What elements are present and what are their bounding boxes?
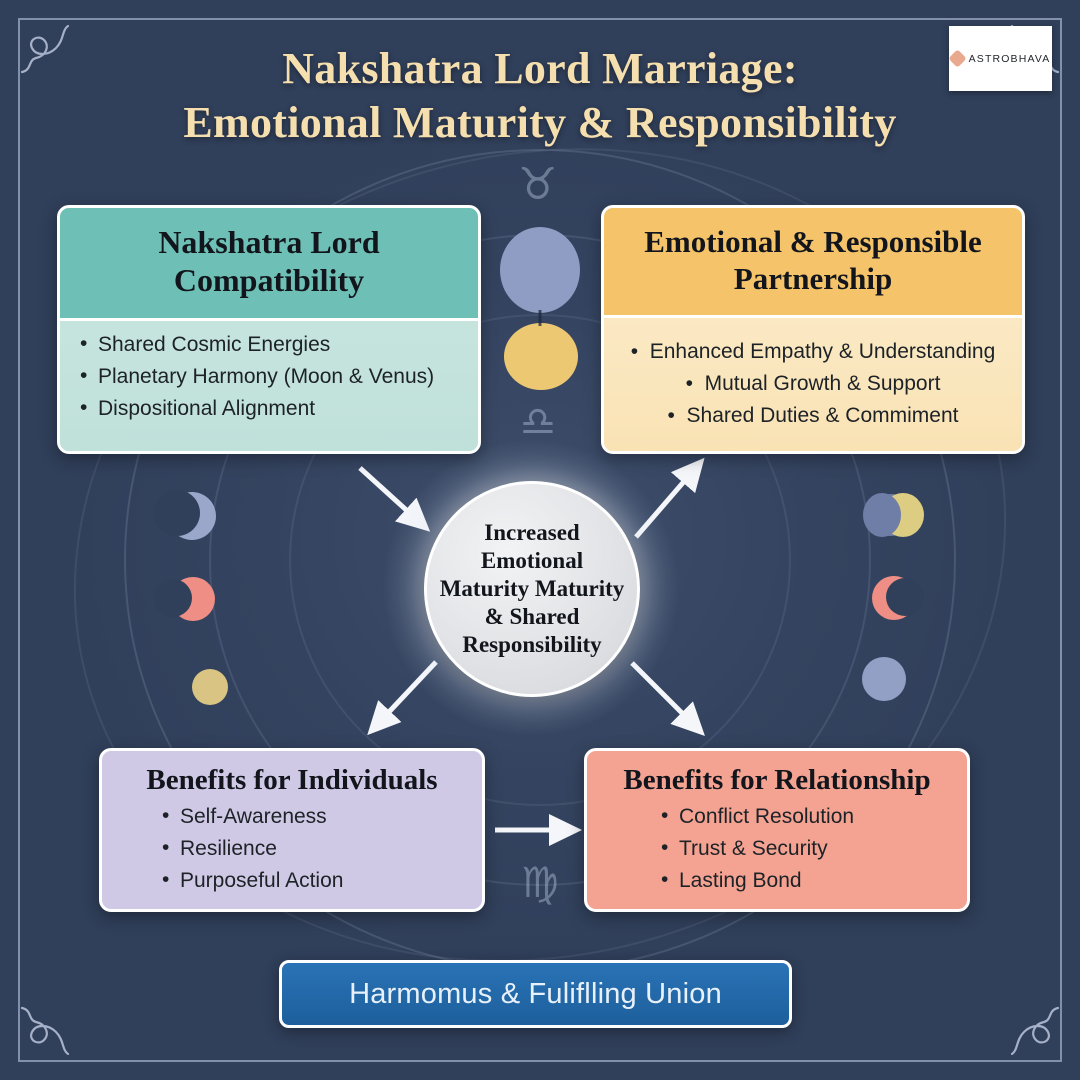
card-emotional-responsible-partnership[interactable]: Emotional & Responsible Partnership Enha… (601, 205, 1025, 454)
taurus-glyph: ♉ (518, 159, 558, 210)
card-list-partnership: Enhanced Empathy & Understanding Mutual … (620, 338, 1006, 430)
list-item: Mutual Growth & Support (620, 370, 1006, 398)
list-item: Conflict Resolution (657, 802, 951, 831)
card-nakshatra-lord-compatibility[interactable]: Nakshatra Lord Compatibility Shared Cosm… (57, 205, 481, 454)
card-benefits-for-relationship[interactable]: Benefits for Relationship Conflict Resol… (584, 748, 970, 912)
card-title-partnership: Emotional & Responsible Partnership (604, 208, 1022, 319)
list-item: Planetary Harmony (Moon & Venus) (76, 362, 462, 391)
corner-flourish-bottom-left (20, 1006, 70, 1056)
list-item: Shared Duties & Commiment (620, 402, 1006, 430)
center-line-2: Emotional (480, 548, 584, 574)
card-body-individuals: Self-Awareness Resilience Purposeful Act… (102, 801, 482, 909)
list-item: Self-Awareness (158, 802, 466, 831)
card-body-partnership: Enhanced Empathy & Understanding Mutual … (604, 318, 1022, 451)
list-item: Enhanced Empathy & Understanding (620, 338, 1006, 366)
outcome-banner[interactable]: Harmomus & Fuliflling Union (279, 960, 792, 1028)
card-title-individuals: Benefits for Individuals (146, 764, 438, 796)
list-item: Purposeful Action (158, 866, 466, 895)
brand-logo-text: ASTROBHAVA (968, 52, 1051, 65)
card-list-relationship: Conflict Resolution Trust & Security Las… (657, 802, 951, 895)
card-body-compatibility: Shared Cosmic Energies Planetary Harmony… (60, 320, 478, 451)
center-line-3: Maturity Maturity (439, 576, 625, 602)
planet-salmon-crescent-right (872, 576, 924, 620)
list-item: Lasting Bond (657, 866, 951, 895)
diamond-icon (947, 49, 967, 68)
card-list-individuals: Self-Awareness Resilience Purposeful Act… (158, 802, 466, 895)
libra-glyph: ♎ (520, 399, 556, 445)
planet-gold-small-left (192, 669, 228, 705)
planet-blue-disc-right (870, 494, 912, 536)
center-line-5: Responsibility (462, 631, 602, 657)
card-benefits-for-individuals[interactable]: Benefits for Individuals Self-Awareness … (99, 748, 485, 912)
virgo-glyph: ♍ (521, 858, 559, 907)
list-item: Shared Cosmic Energies (76, 329, 462, 359)
page-title-line2: Emotional Maturity & Responsibility (183, 97, 897, 147)
card-body-relationship: Conflict Resolution Trust & Security Las… (587, 801, 967, 909)
planet-blue-large (500, 227, 580, 313)
card-title-compatibility: Nakshatra Lord Compatibility (60, 208, 478, 321)
card-title-relationship: Benefits for Relationship (623, 764, 931, 796)
center-line-4: & Shared (484, 603, 580, 629)
corner-flourish-bottom-right (1010, 1006, 1060, 1056)
planet-gold-ellipse (504, 323, 578, 390)
page-title-line1: Nakshatra Lord Marriage: (282, 44, 798, 93)
planet-gold-crescent-right (863, 493, 924, 537)
brand-logo[interactable]: ASTROBHAVA (947, 26, 1052, 91)
planet-salmon-crescent-left (154, 577, 215, 621)
planet-blue-small-right (862, 657, 906, 701)
list-item: Trust & Security (657, 834, 951, 863)
page-title: Nakshatra Lord Marriage: Emotional Matur… (0, 42, 1080, 149)
planet-moon-crescent-left (154, 490, 216, 540)
center-line-1: Increased (484, 520, 580, 546)
list-item: Resilience (158, 834, 466, 863)
card-list-compatibility: Shared Cosmic Energies Planetary Harmony… (76, 329, 462, 423)
center-node-text: Increased Emotional Maturity Maturity & … (434, 519, 631, 658)
center-node: Increased Emotional Maturity Maturity & … (424, 481, 640, 697)
list-item: Dispositional Alignment (76, 394, 462, 423)
outcome-banner-text: Harmomus & Fuliflling Union (349, 977, 722, 1010)
